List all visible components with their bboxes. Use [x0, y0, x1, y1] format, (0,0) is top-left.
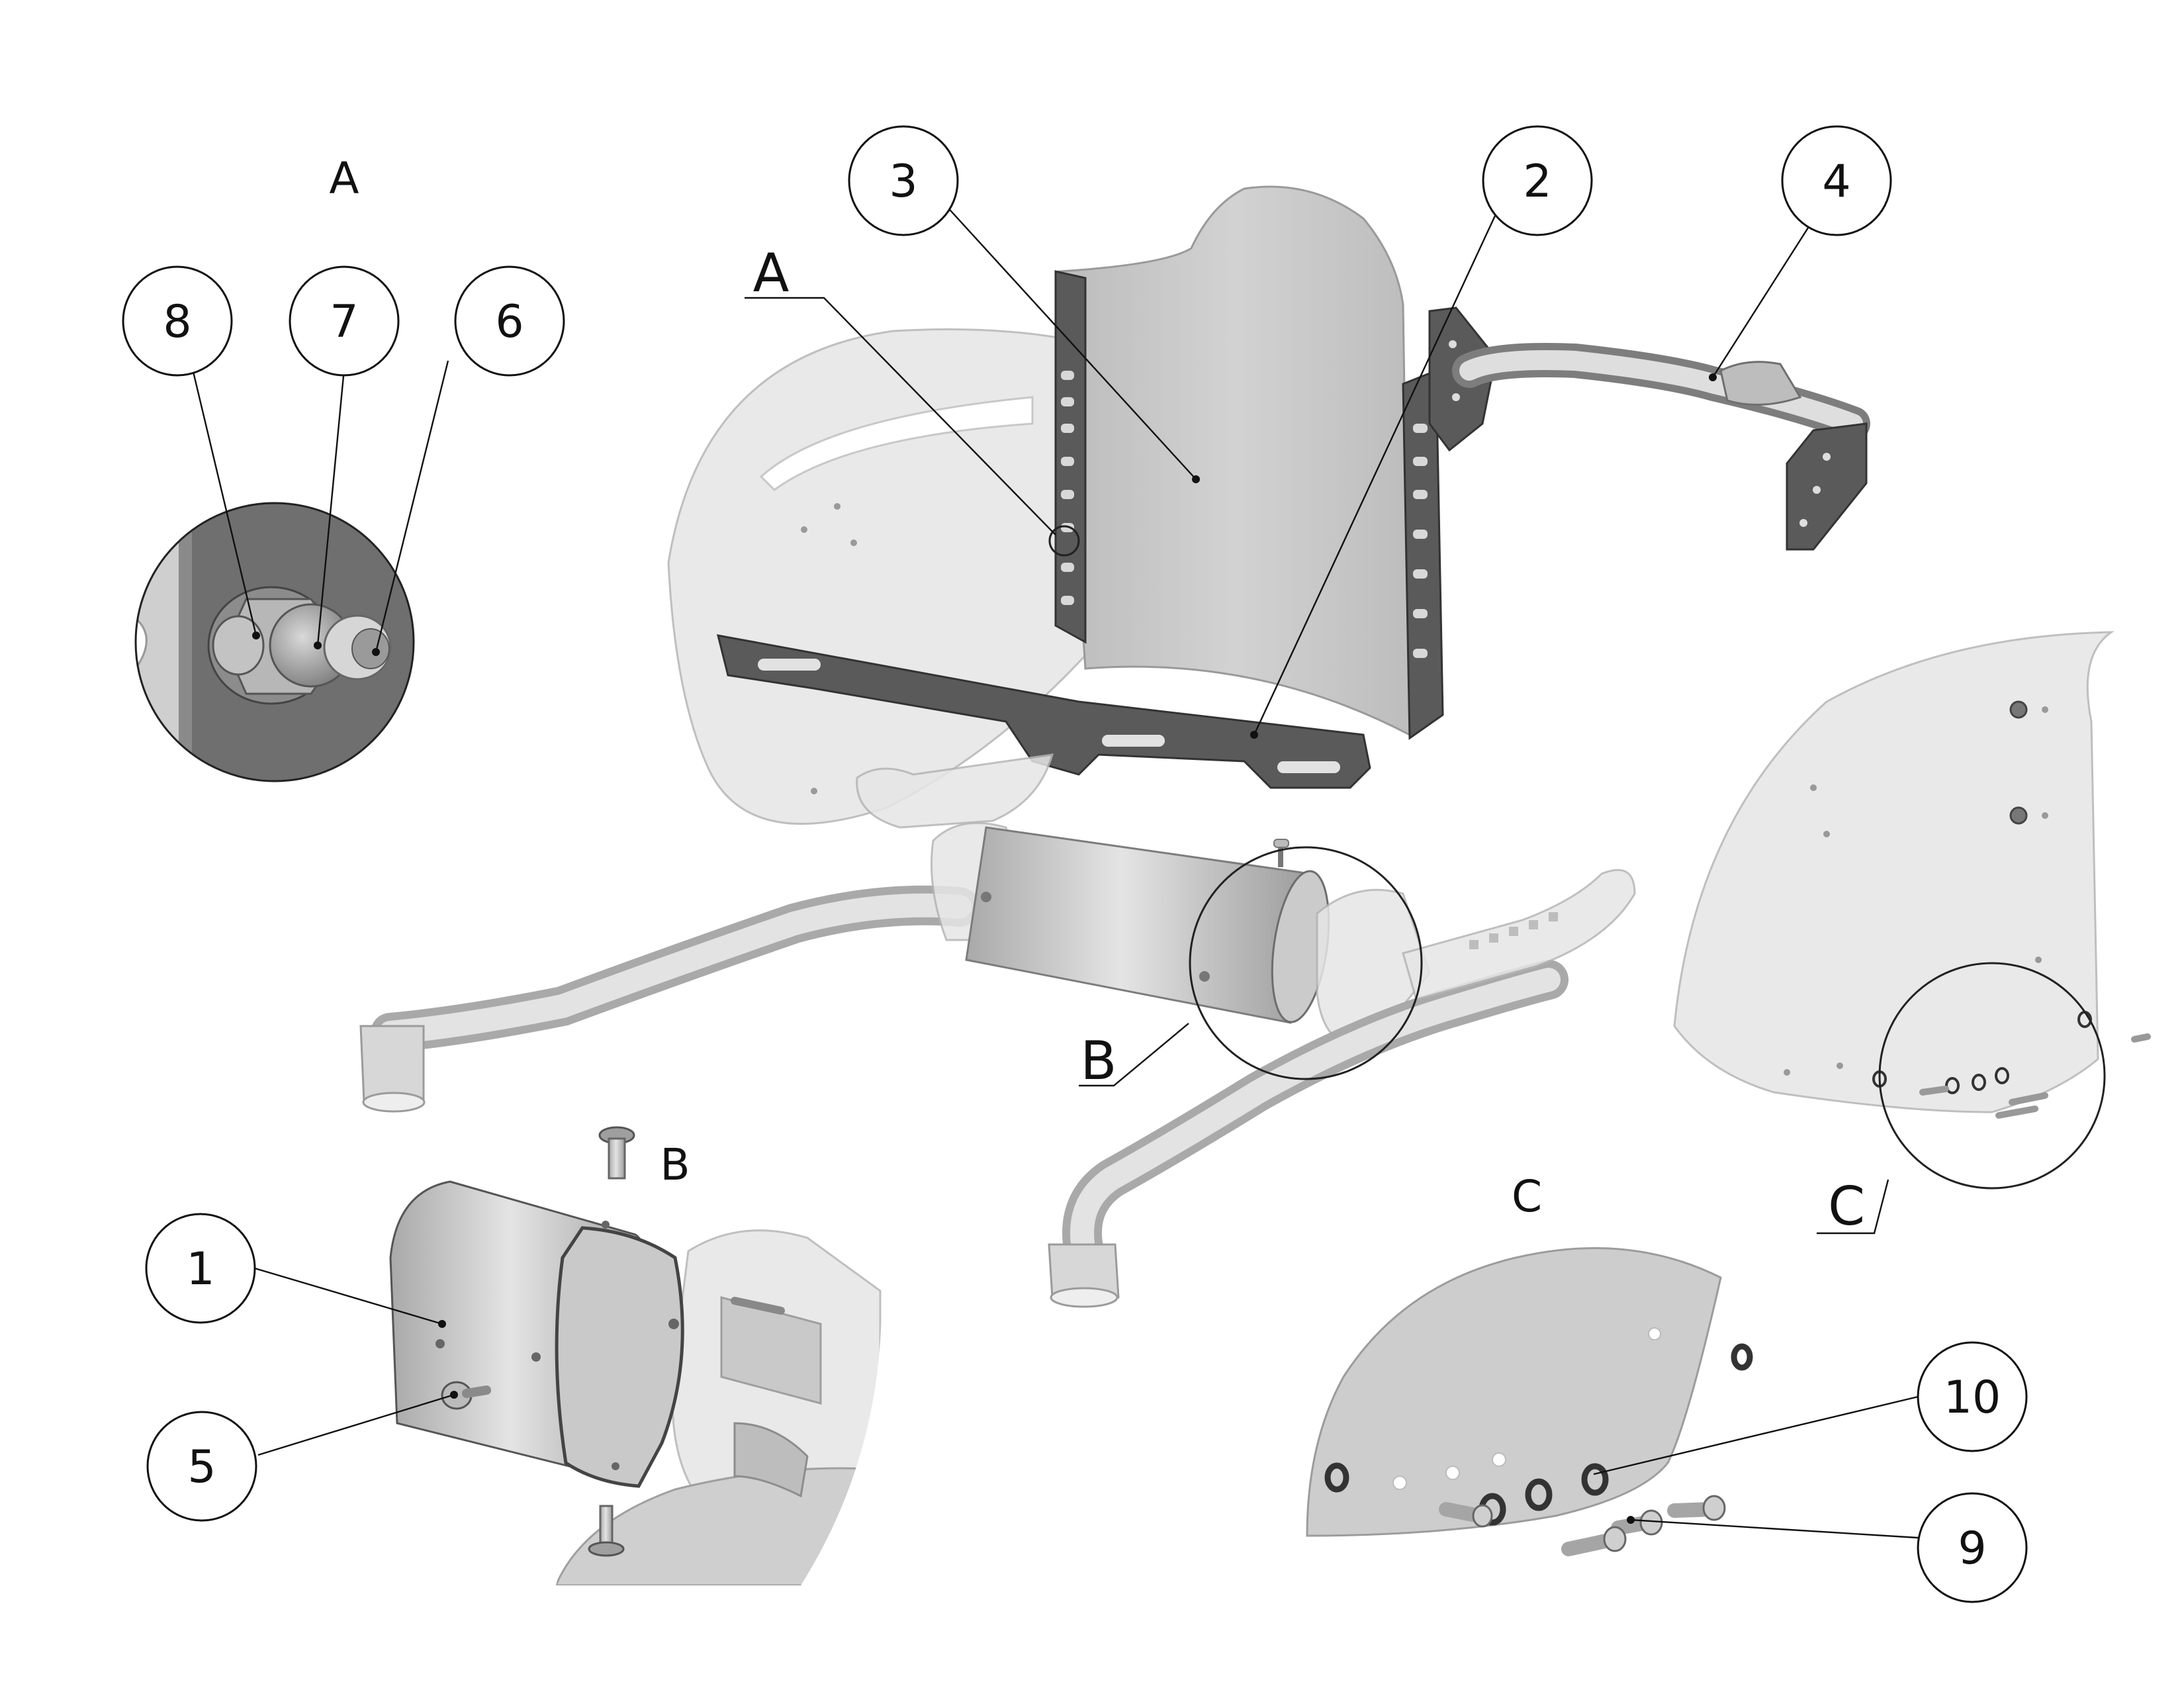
- balloon-3: 3: [848, 125, 959, 236]
- detail-a-view: [134, 502, 415, 782]
- balloon-3-number: 3: [889, 156, 917, 208]
- detail-c-view: [1306, 1246, 1753, 1556]
- detail-b-view: [389, 1126, 882, 1585]
- detail-a-callout: A: [753, 242, 790, 304]
- detail-b-circle: [1189, 846, 1423, 1080]
- bolts-c: [1439, 1495, 1726, 1556]
- right-slotted-bracket: [1402, 369, 1444, 740]
- detail-c-circle: [1878, 962, 2106, 1190]
- balloon-1-number: 1: [186, 1243, 214, 1295]
- balloon-6: 6: [454, 265, 565, 377]
- balloon-10: 10: [1917, 1341, 2028, 1452]
- balloon-4-number: 4: [1822, 156, 1850, 208]
- balloon-9-number: 9: [1958, 1523, 1986, 1575]
- lower-bracket: [856, 753, 1054, 829]
- balloon-4: 4: [1781, 125, 1892, 236]
- balloon-5: 5: [146, 1411, 257, 1522]
- main-shield: [1058, 185, 1411, 737]
- right-tube: [1062, 960, 1569, 1278]
- left-slotted-bracket: [1054, 270, 1087, 644]
- lower-screw: [588, 1505, 625, 1557]
- balloon-9: 9: [1917, 1492, 2028, 1603]
- detail-b-title: B: [660, 1139, 690, 1190]
- base-plate: [716, 634, 1371, 789]
- balloon-7-number: 7: [330, 296, 358, 348]
- leader-lines: [186, 203, 1919, 1539]
- balloon-5-number: 5: [187, 1441, 216, 1493]
- side-shield: [1673, 631, 2115, 1113]
- foot-rest: [1402, 868, 1636, 1001]
- shield-section-c: [1306, 1246, 1722, 1537]
- detail-a-title: A: [329, 153, 359, 204]
- balloon-7: 7: [289, 265, 400, 377]
- balloon-8: 8: [122, 265, 233, 377]
- handle-clamp: [1719, 361, 1802, 406]
- detail-c-title: C: [1512, 1171, 1542, 1222]
- detail-b-callout: B: [1081, 1030, 1117, 1092]
- handle-end-plate: [1786, 422, 1868, 551]
- leader-dots: [252, 373, 1717, 1524]
- side-shield-assembly: [1673, 631, 2151, 1190]
- main-assembly: [359, 185, 1870, 1308]
- balloon-8-number: 8: [163, 296, 191, 348]
- detail-a-circle: [1048, 525, 1080, 557]
- detail-c-callout: C: [1828, 1176, 1865, 1237]
- floating-screw-b: [598, 1126, 635, 1180]
- balloon-6-number: 6: [495, 296, 523, 348]
- balloon-2-number: 2: [1523, 156, 1551, 208]
- balloon-10-number: 10: [1944, 1372, 2001, 1424]
- balloon-2: 2: [1482, 125, 1593, 236]
- balloon-1: 1: [145, 1213, 256, 1324]
